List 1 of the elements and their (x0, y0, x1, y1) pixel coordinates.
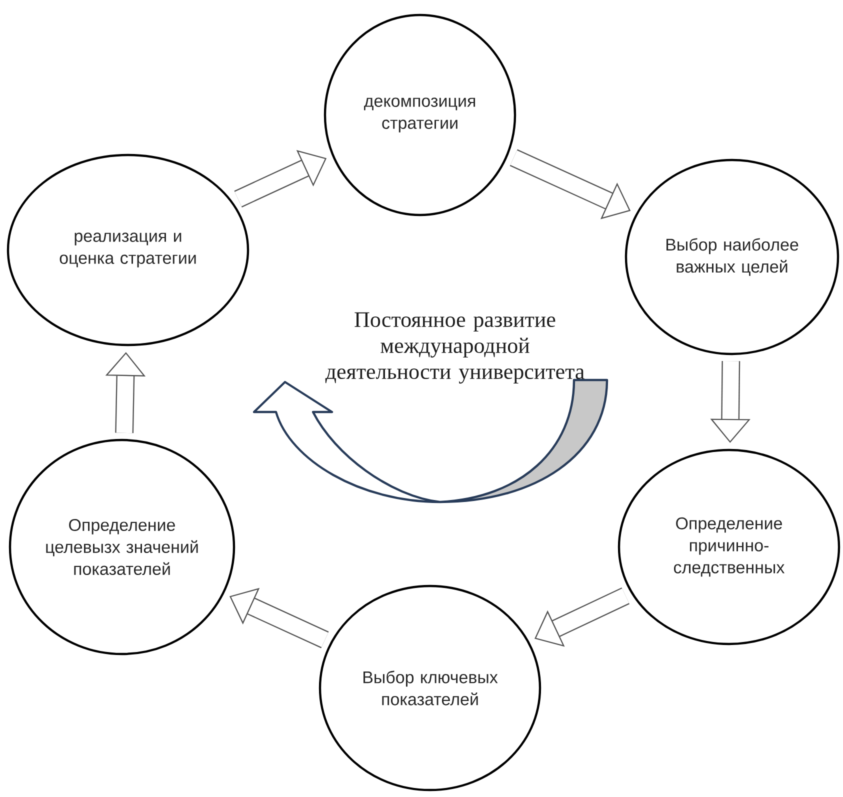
center-text: Постоянное развитие международной деятельности университета (325, 312, 584, 384)
